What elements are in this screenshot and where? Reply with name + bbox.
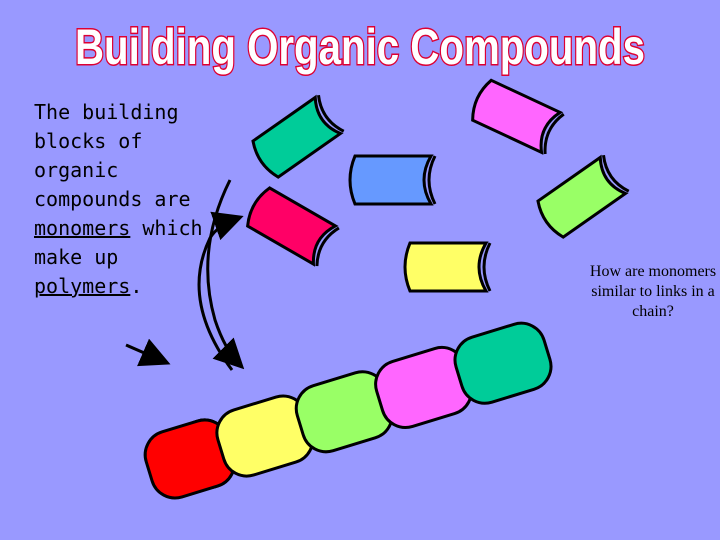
polymer-chain xyxy=(143,321,553,500)
monomer-teal-top xyxy=(251,94,345,179)
curved-arrow-down xyxy=(206,179,245,370)
body-text: The building blocks of organic compounds… xyxy=(34,98,234,301)
monomer-yellow xyxy=(403,241,492,293)
body-prefix: The building blocks of organic compounds… xyxy=(34,100,191,211)
body-suffix: . xyxy=(130,274,143,298)
curved-arrow-up xyxy=(197,211,244,371)
question-text: How are monomers similar to links in a c… xyxy=(589,263,717,320)
monomers-term: monomers xyxy=(34,216,131,240)
slide-title-text: Building Organic Compounds xyxy=(75,19,645,75)
polymers-term: polymers xyxy=(34,274,131,298)
chain-link-teal xyxy=(453,321,553,405)
slide-title: Building Organic Compounds xyxy=(74,18,647,77)
monomer-magenta xyxy=(246,186,340,267)
pointer-arrow xyxy=(125,338,171,367)
monomer-pink-top xyxy=(471,78,565,155)
monomer-green-top xyxy=(536,154,630,239)
body-middle: which make up xyxy=(34,216,203,269)
monomer-blue xyxy=(348,154,437,206)
